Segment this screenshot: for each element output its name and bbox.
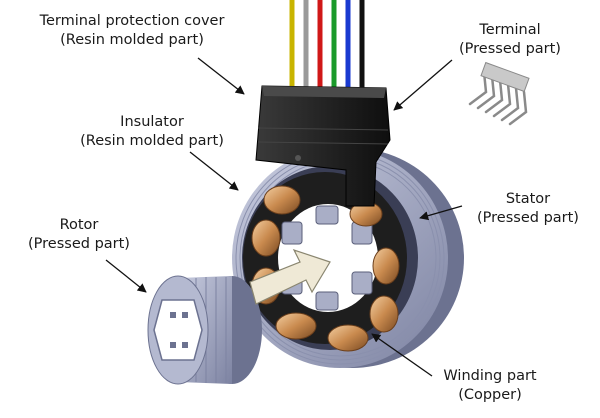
label-material: (Pressed part) bbox=[477, 210, 579, 226]
label-rotor: Rotor (Pressed part) bbox=[4, 216, 154, 254]
label-name: Insulator bbox=[120, 114, 184, 130]
label-material: (Pressed part) bbox=[28, 236, 130, 252]
label-name: Stator bbox=[505, 191, 551, 207]
label-name: Rotor bbox=[59, 217, 99, 233]
label-name: Terminal bbox=[479, 22, 541, 38]
terminal-pins bbox=[468, 61, 530, 126]
label-material: (Resin molded part) bbox=[60, 32, 204, 48]
label-name: Winding part bbox=[443, 368, 537, 384]
lead-wires bbox=[289, 0, 365, 92]
label-material: (Copper) bbox=[458, 387, 522, 403]
label-terminal-protection-cover: Terminal protection cover (Resin molded … bbox=[2, 12, 262, 50]
label-material: (Resin molded part) bbox=[80, 133, 224, 149]
label-insulator: Insulator (Resin molded part) bbox=[52, 113, 252, 151]
terminal-protection-cover bbox=[255, 85, 391, 207]
label-name: Terminal protection cover bbox=[39, 13, 225, 29]
label-stator: Stator (Pressed part) bbox=[458, 190, 598, 228]
label-material: (Pressed part) bbox=[459, 41, 561, 57]
label-terminal: Terminal (Pressed part) bbox=[440, 21, 580, 59]
insertion-arrow bbox=[249, 248, 331, 305]
leader-lines bbox=[105, 57, 463, 377]
label-winding-part: Winding part (Copper) bbox=[410, 367, 570, 405]
rotor bbox=[147, 275, 262, 385]
